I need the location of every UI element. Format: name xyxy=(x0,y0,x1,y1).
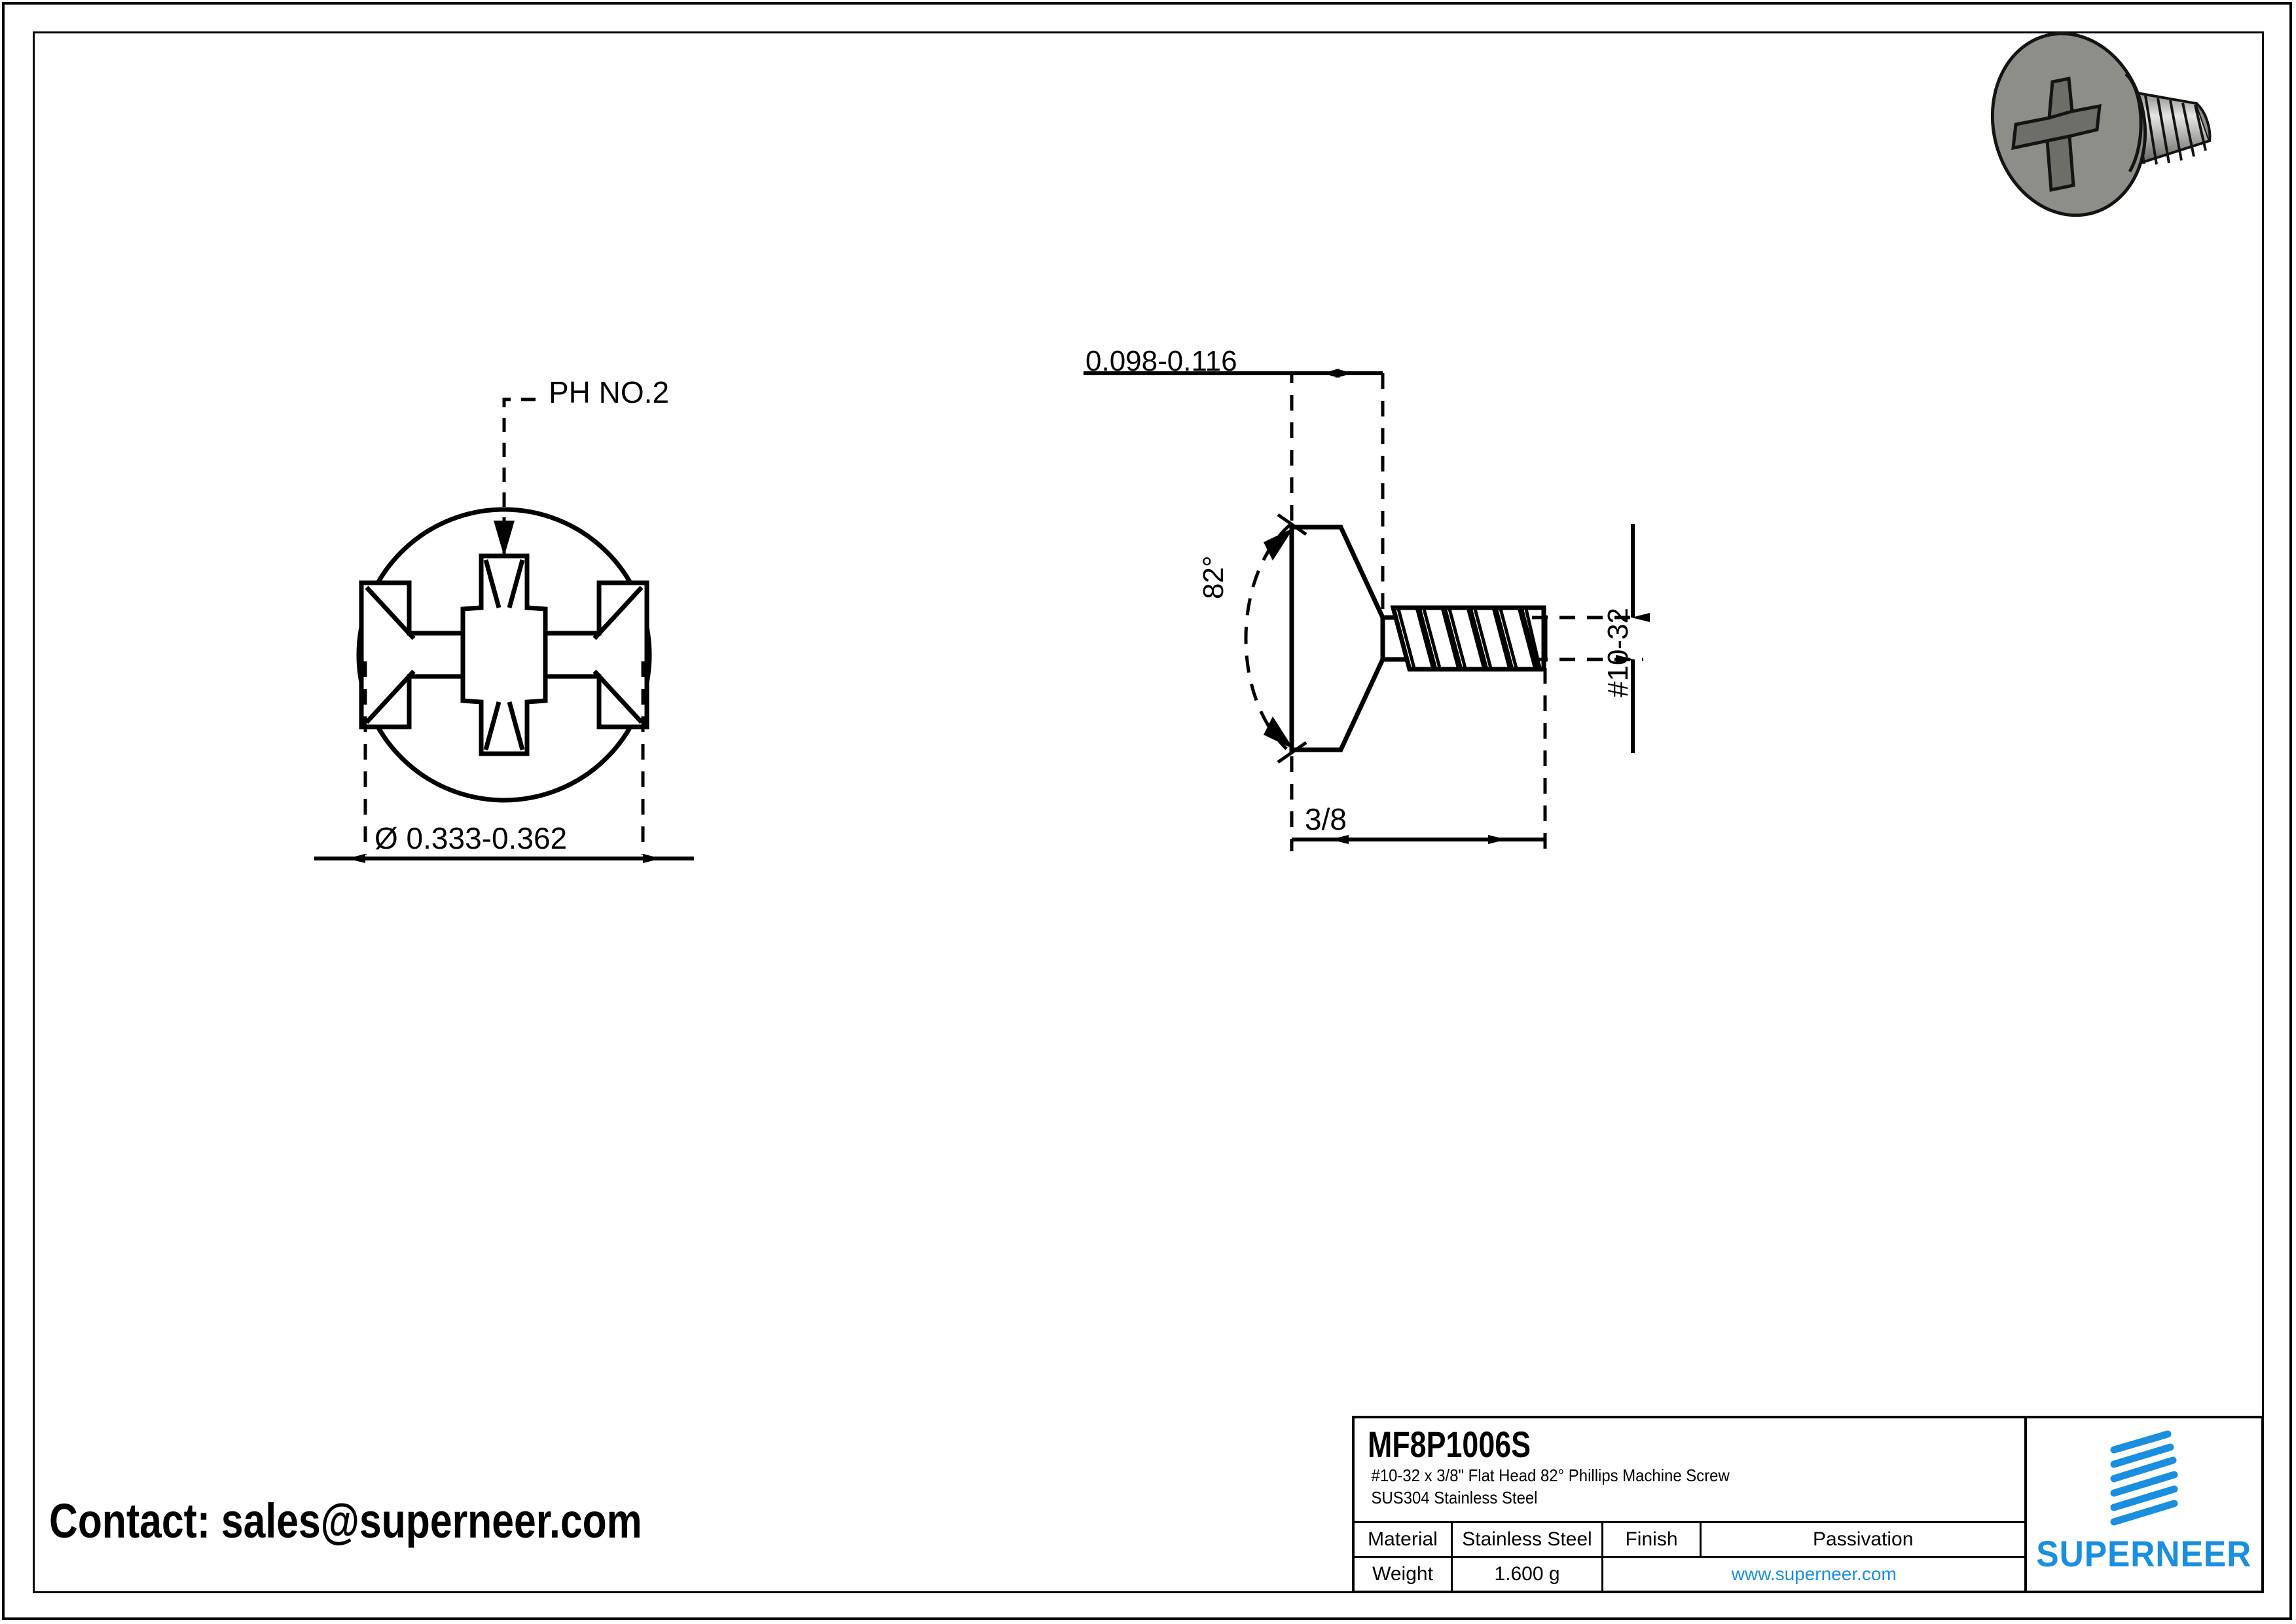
drive-callout-label: PH NO.2 xyxy=(549,375,670,409)
screw-length-label: 3/8 xyxy=(1305,802,1347,836)
finish-value: Passivation xyxy=(1813,1528,1914,1550)
contact-line: Contact: sales@superneer.com xyxy=(49,1494,642,1548)
website-link[interactable]: www.superneer.com xyxy=(1731,1564,1897,1584)
description-line-1: #10-32 x 3/8" Flat Head 82° Phillips Mac… xyxy=(1371,1466,1730,1485)
spec-row-material: Material Stainless Steel Finish Passivat… xyxy=(1355,1523,2025,1558)
part-number: MF8P1006S xyxy=(1368,1424,1531,1465)
thread-size-label: #10-32 xyxy=(1602,607,1634,697)
head-height-label: 0.098-0.116 xyxy=(1085,345,1237,377)
title-block-description: MF8P1006S #10-32 x 3/8" Flat Head 82° Ph… xyxy=(1355,1418,2025,1523)
material-value: Stainless Steel xyxy=(1453,1523,1603,1556)
finish-label: Finish xyxy=(1603,1523,1702,1556)
head-diameter-label: Ø 0.333-0.362 xyxy=(374,821,568,855)
title-block: MF8P1006S #10-32 x 3/8" Flat Head 82° Ph… xyxy=(1352,1416,2264,1593)
material-label: Material xyxy=(1355,1523,1453,1556)
superneer-logo-icon xyxy=(2110,1430,2178,1526)
spec-row-weight: Weight 1.600 g www.superneer.com xyxy=(1355,1558,2024,1591)
screw-3d-phillips-recess xyxy=(2011,77,2102,193)
sheet-inner-border xyxy=(33,31,2264,1593)
brand-logo-cell: SUPERNEER xyxy=(2027,1418,2261,1591)
head-angle-label: 82° xyxy=(1197,555,1230,599)
screw-3d-render xyxy=(1990,31,2212,217)
title-block-spec-rows: Material Stainless Steel Finish Passivat… xyxy=(1355,1523,2025,1591)
title-block-left: MF8P1006S #10-32 x 3/8" Flat Head 82° Ph… xyxy=(1355,1418,2028,1591)
description-line-2: SUS304 Stainless Steel xyxy=(1371,1488,1538,1507)
weight-value: 1.600 g xyxy=(1453,1558,1603,1591)
weight-label: Weight xyxy=(1355,1558,1453,1591)
brand-wordmark: SUPERNEER xyxy=(2036,1533,2252,1574)
